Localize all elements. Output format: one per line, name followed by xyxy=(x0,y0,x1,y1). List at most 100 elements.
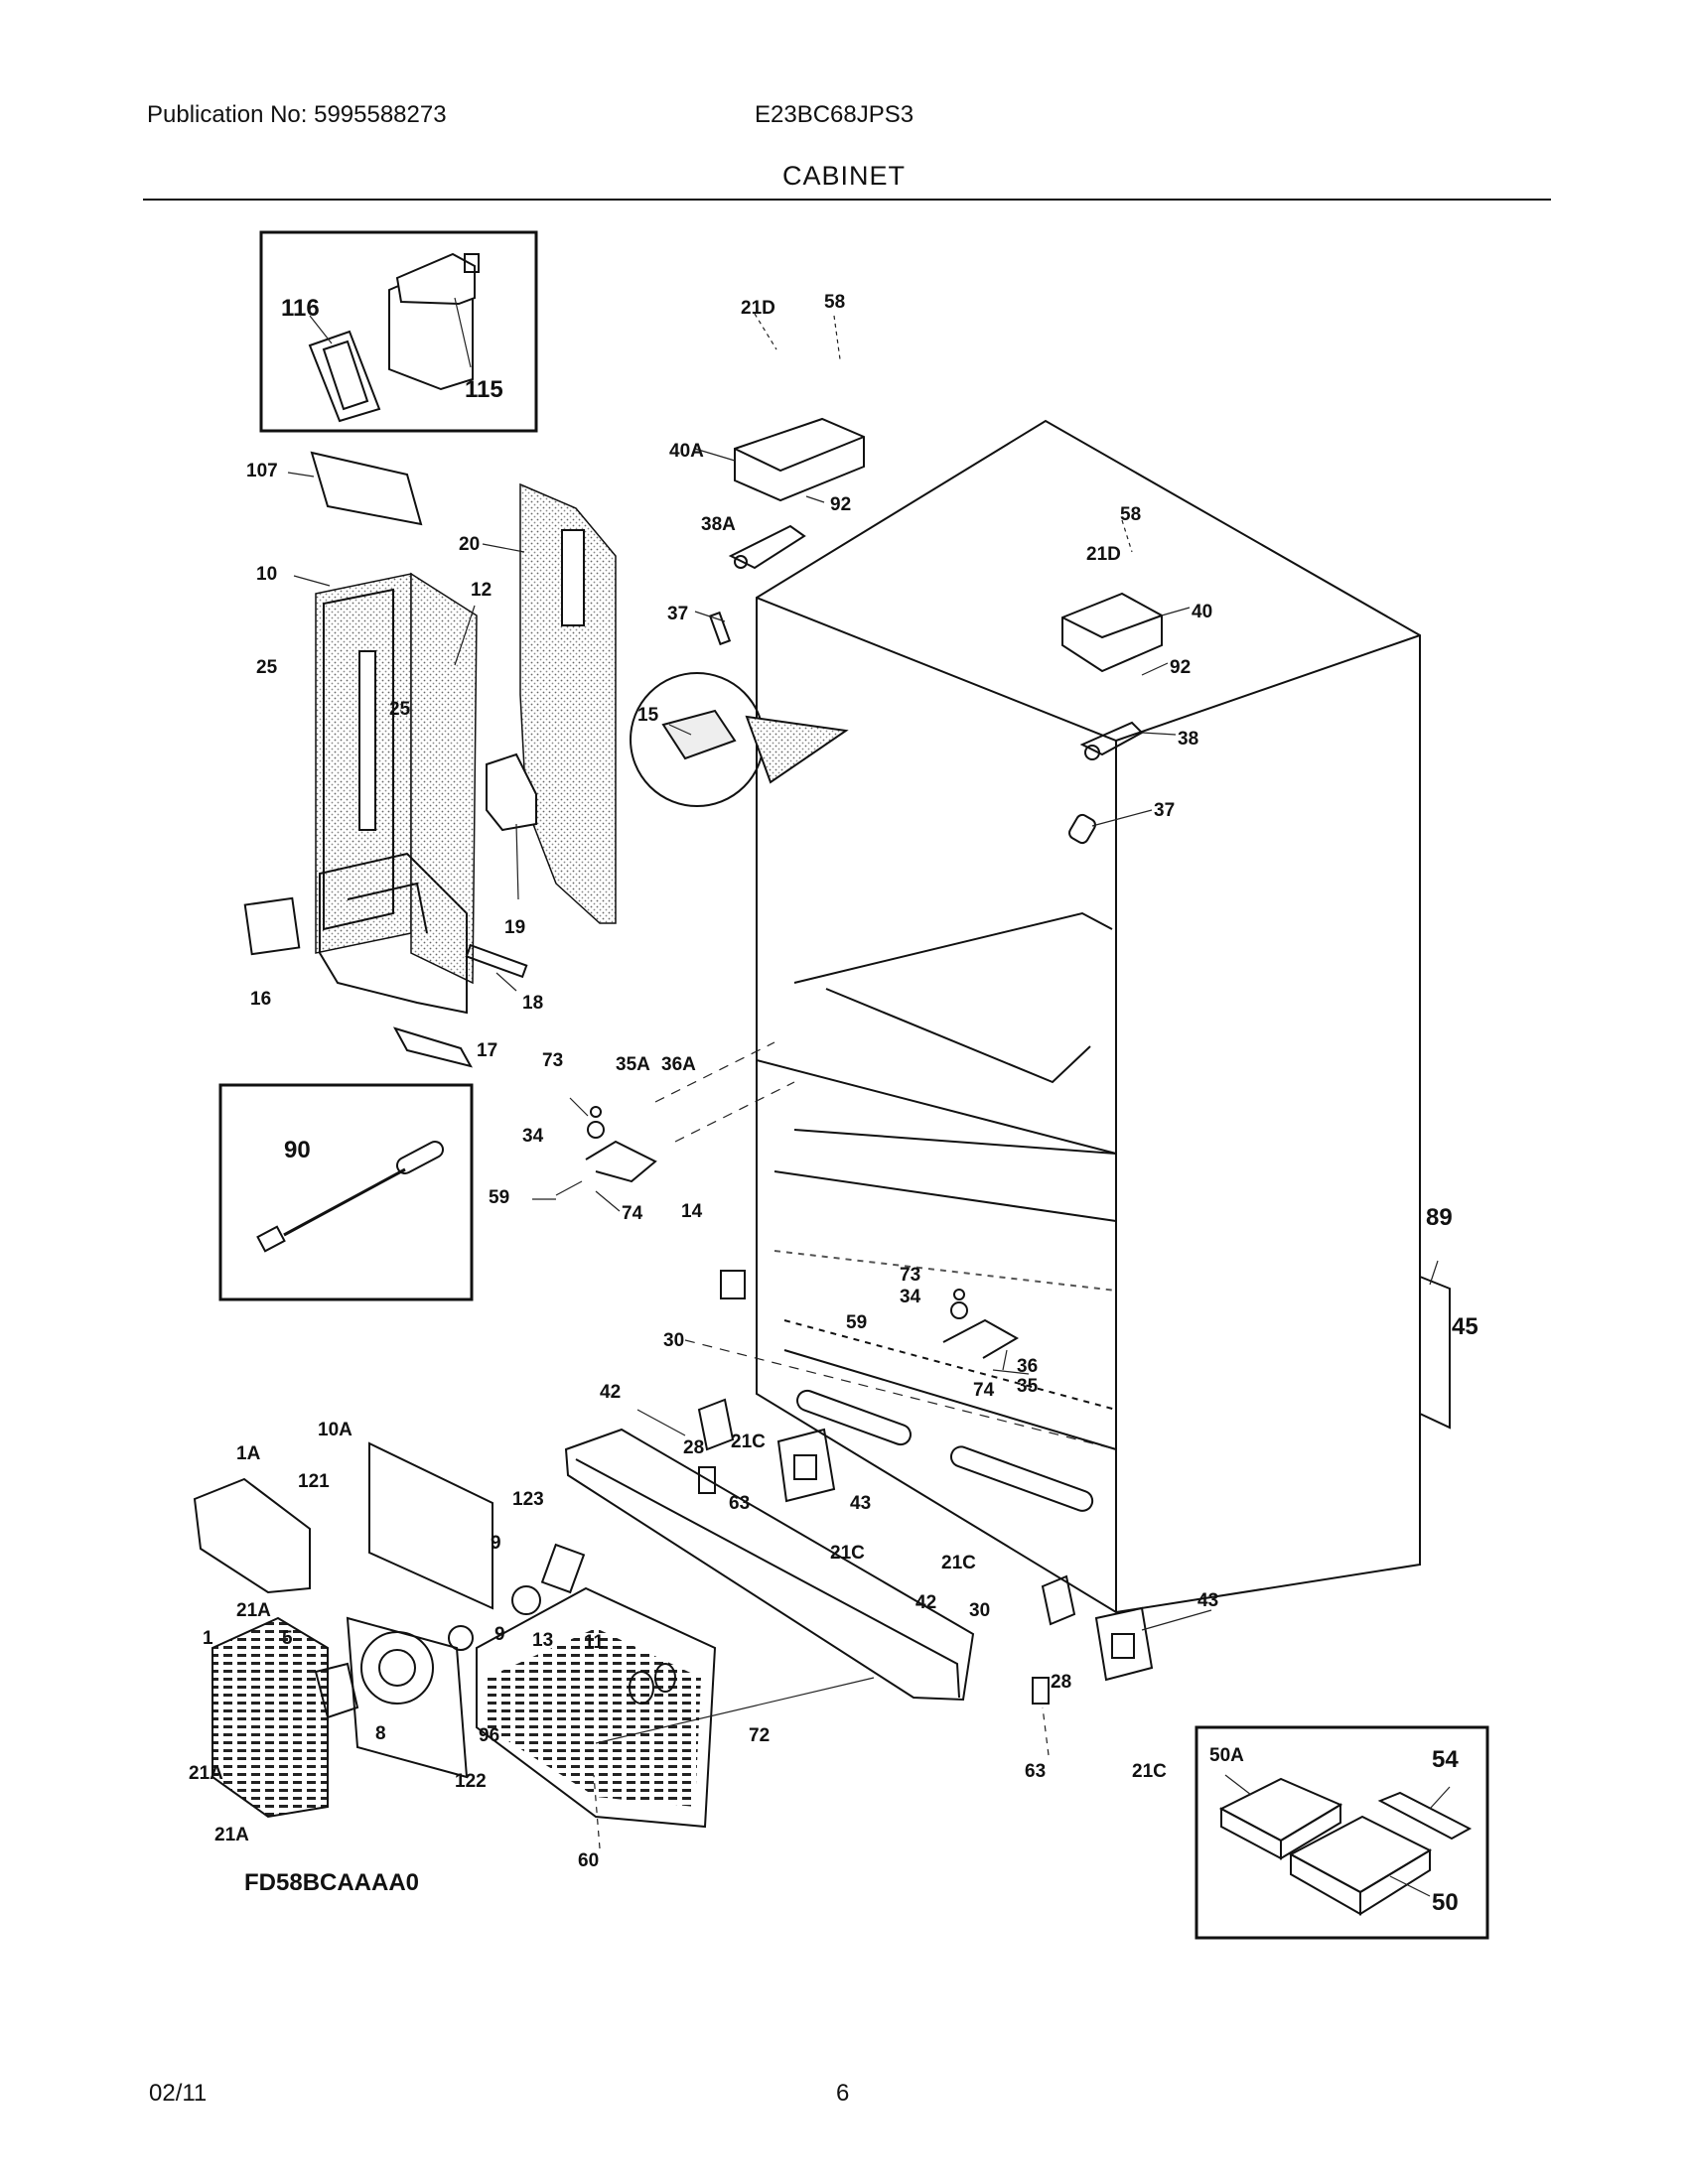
foam-insulation-20 xyxy=(519,482,617,924)
callout-label: 54 xyxy=(1432,1746,1459,1773)
switch-14 xyxy=(720,1270,746,1299)
publication-number: Publication No: 5995588273 xyxy=(147,101,447,128)
callout-label: 21A xyxy=(189,1763,223,1784)
hinge-38A xyxy=(728,524,806,570)
callout-label: 73 xyxy=(542,1050,563,1071)
callout-label: 11 xyxy=(584,1632,605,1653)
callout-label: 17 xyxy=(477,1040,497,1061)
cabinet-vent xyxy=(796,1389,912,1446)
callout-label: 38A xyxy=(701,514,736,535)
leveler-63-right xyxy=(1032,1677,1050,1705)
magnifier-pointer xyxy=(745,715,849,784)
section-title: CABINET xyxy=(781,161,907,191)
callout-label: 21A xyxy=(236,1600,271,1621)
gasket-part-116 xyxy=(308,330,381,423)
bracket-30-left xyxy=(697,1398,735,1451)
callout-label: 116 xyxy=(281,295,320,322)
callout-label: 21C xyxy=(731,1432,766,1452)
callout-label: 35A xyxy=(616,1054,650,1075)
hinge-43-right xyxy=(1094,1606,1154,1682)
side-panel-89 xyxy=(1419,1275,1451,1430)
cabinet-vent xyxy=(949,1445,1094,1512)
callout-label: 25 xyxy=(389,699,411,720)
callout-label: 122 xyxy=(455,1771,487,1792)
callout-label: 21D xyxy=(1086,544,1121,565)
callout-label: 36 xyxy=(1017,1356,1038,1377)
callout-label: 43 xyxy=(850,1493,871,1514)
callout-label: 21D xyxy=(741,298,775,319)
callout-label: 21A xyxy=(214,1825,249,1845)
callout-label: 60 xyxy=(578,1850,599,1871)
callout-label: 63 xyxy=(1025,1761,1046,1782)
callout-label: 42 xyxy=(915,1592,936,1613)
callout-label: 35 xyxy=(1017,1376,1039,1397)
housing-part-115 xyxy=(388,252,480,391)
callout-label: 10A xyxy=(318,1420,352,1440)
bracket-1A xyxy=(193,1477,311,1594)
bin-50 xyxy=(1288,1815,1433,1916)
bin-50A xyxy=(1218,1777,1343,1860)
fan-blade-5 xyxy=(314,1662,359,1719)
callout-label: 74 xyxy=(622,1203,643,1224)
hinge-pin-37-right xyxy=(1068,813,1096,845)
fan-96 xyxy=(360,1631,434,1705)
hinge-cover-40A xyxy=(734,417,865,502)
callout-label: 21C xyxy=(941,1553,976,1573)
leveler-63-left xyxy=(698,1466,716,1494)
callout-label: 42 xyxy=(600,1382,621,1403)
cabinet-body xyxy=(756,419,1421,1614)
callout-label: 59 xyxy=(489,1187,509,1208)
cover-16 xyxy=(243,896,301,956)
callout-label: 40 xyxy=(1192,602,1212,622)
callout-label: 25 xyxy=(256,657,278,678)
strip-54 xyxy=(1377,1791,1473,1841)
callout-label: 21C xyxy=(830,1543,865,1564)
bracket-30-right xyxy=(1041,1574,1076,1626)
footer-date: 02/11 xyxy=(149,2080,208,2107)
header-rule xyxy=(143,199,1551,201)
callout-label: 30 xyxy=(663,1330,684,1351)
pulley-9 xyxy=(511,1585,541,1615)
callout-label: 21C xyxy=(1132,1761,1167,1782)
callout-label: 92 xyxy=(830,494,851,515)
callout-label: 74 xyxy=(973,1380,995,1401)
louver-panel-1 xyxy=(211,1616,329,1819)
tray-18 xyxy=(465,943,528,979)
callout-label: 123 xyxy=(512,1489,544,1510)
callout-label: 72 xyxy=(749,1725,770,1746)
callout-label: 28 xyxy=(1051,1672,1071,1693)
callout-label: 43 xyxy=(1197,1590,1218,1611)
hinge-38 xyxy=(1079,721,1144,760)
callout-label: 34 xyxy=(900,1287,921,1307)
inset-box-top-left xyxy=(259,230,538,433)
panel-107 xyxy=(310,451,423,526)
model-number: E23BC68JPS3 xyxy=(755,101,914,128)
callout-label: 19 xyxy=(504,917,525,938)
callout-label: 37 xyxy=(1154,800,1175,821)
hinge-assembly-center xyxy=(942,1289,1020,1359)
callout-label: 1 xyxy=(203,1628,213,1649)
callout-label: 58 xyxy=(1120,504,1141,525)
callout-label: 10 xyxy=(256,564,277,585)
callout-label: 1A xyxy=(236,1443,261,1464)
bracket-123 xyxy=(540,1543,586,1594)
callout-label: 90 xyxy=(284,1137,311,1163)
callout-label: 59 xyxy=(846,1312,867,1333)
callout-label: 40A xyxy=(669,441,704,462)
callout-label: 63 xyxy=(729,1493,750,1514)
callout-label: 9 xyxy=(494,1624,505,1645)
callout-label: 18 xyxy=(522,993,543,1014)
callout-label: 9 xyxy=(491,1533,501,1554)
callout-label: 13 xyxy=(532,1630,553,1651)
callout-label: 45 xyxy=(1452,1313,1478,1340)
trim-17 xyxy=(392,1026,473,1068)
callout-label: 14 xyxy=(681,1201,703,1222)
kickplate-72 xyxy=(564,1428,975,1702)
hinge-cover-40 xyxy=(1061,592,1163,673)
callout-label: 37 xyxy=(667,604,688,624)
bracket-19 xyxy=(486,752,537,832)
callout-label: 73 xyxy=(900,1265,920,1286)
callout-label: 36A xyxy=(661,1054,696,1075)
callout-label: 16 xyxy=(250,989,271,1010)
